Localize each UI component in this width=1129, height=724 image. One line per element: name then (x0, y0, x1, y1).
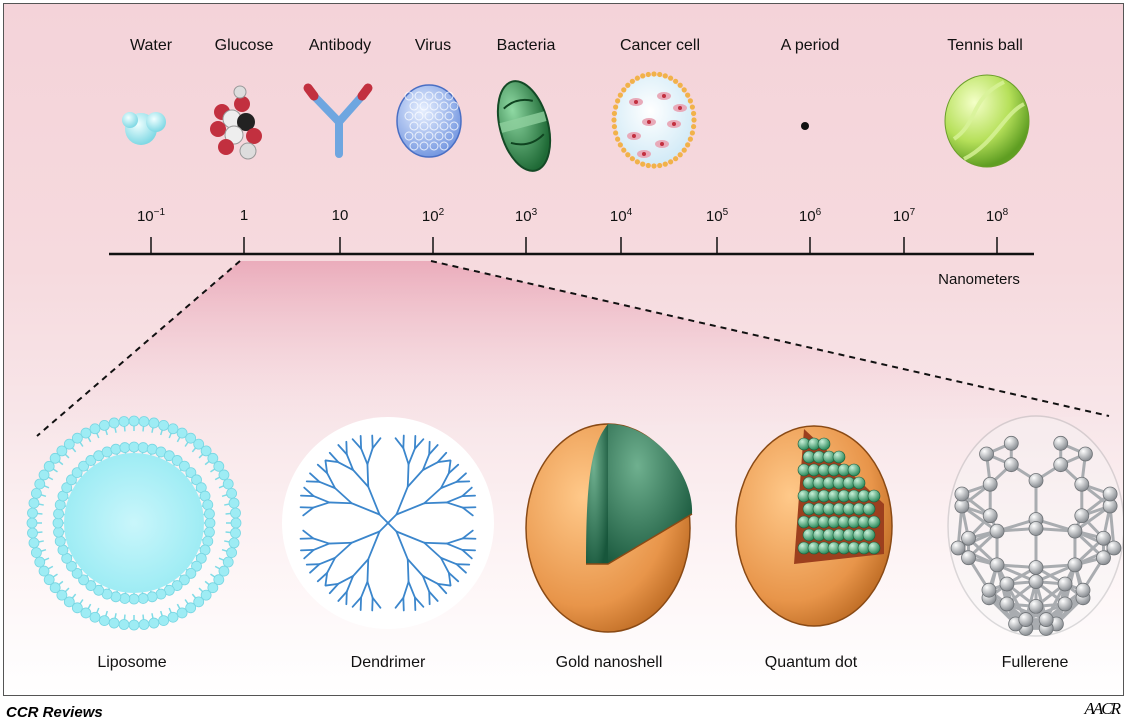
scale-ticks (151, 237, 997, 254)
bacteria-icon (489, 75, 559, 176)
tick-base: 10 (137, 208, 154, 225)
cancer-cell-icon (611, 71, 696, 168)
fullerene-icon (948, 416, 1124, 636)
virus-icon (397, 85, 461, 157)
tick-exponent: 2 (439, 207, 445, 218)
tick-base: 10 (332, 207, 349, 224)
period-dot-icon (801, 122, 809, 130)
label-glucose: Glucose (215, 37, 274, 55)
label-period: A period (781, 37, 840, 55)
label-dendrimer: Dendrimer (351, 654, 426, 672)
scale-tick-label: 107 (893, 207, 915, 225)
liposome-icon (27, 416, 241, 630)
figure-panel: Water Glucose Antibody Virus Bacteria Cancer … (3, 3, 1124, 696)
tick-base: 10 (893, 208, 910, 225)
scale-tick-label: 106 (799, 207, 821, 225)
label-tennis: Tennis ball (947, 37, 1023, 55)
label-gold: Gold nanoshell (556, 654, 663, 672)
tick-exponent: 4 (627, 207, 633, 218)
aacr-logo: AACR (1085, 699, 1120, 719)
label-fullerene: Fullerene (1002, 654, 1069, 672)
figure-artwork (4, 4, 1124, 696)
scale-tick-label: 10 (332, 207, 349, 224)
antibody-icon (308, 88, 368, 154)
tick-exponent: 3 (532, 207, 538, 218)
scale-tick-label: 104 (610, 207, 632, 225)
tick-base: 10 (799, 208, 816, 225)
tennis-ball-icon (945, 75, 1029, 167)
label-qdot: Quantum dot (765, 654, 858, 672)
tick-exponent: 6 (816, 207, 822, 218)
glucose-molecule-icon (210, 86, 262, 159)
label-antibody: Antibody (309, 37, 371, 55)
tick-base: 1 (240, 207, 248, 224)
scale-tick-label: 103 (515, 207, 537, 225)
scale-tick-label: 1 (240, 207, 248, 224)
scale-tick-label: 105 (706, 207, 728, 225)
tick-exponent: −1 (154, 207, 165, 218)
tick-exponent: 7 (910, 207, 916, 218)
label-cancer: Cancer cell (620, 37, 700, 55)
label-water: Water (130, 37, 172, 55)
scale-tick-label: 102 (422, 207, 444, 225)
tick-base: 10 (422, 208, 439, 225)
scale-unit-label: Nanometers (938, 271, 1020, 288)
dendrimer-icon (282, 417, 494, 629)
scale-tick-label: 10−1 (137, 207, 165, 225)
label-bacteria: Bacteria (497, 37, 556, 55)
tick-base: 10 (986, 208, 1003, 225)
quantum-dot-icon (736, 426, 892, 626)
footer-source: CCR Reviews (6, 704, 103, 721)
gold-nanoshell-icon (526, 424, 692, 632)
scale-tick-label: 108 (986, 207, 1008, 225)
label-liposome: Liposome (97, 654, 166, 672)
tick-base: 10 (610, 208, 627, 225)
tick-exponent: 5 (723, 207, 729, 218)
tick-base: 10 (706, 208, 723, 225)
tick-base: 10 (515, 208, 532, 225)
water-droplet-icon (122, 112, 166, 145)
label-virus: Virus (415, 37, 451, 55)
tick-exponent: 8 (1003, 207, 1009, 218)
